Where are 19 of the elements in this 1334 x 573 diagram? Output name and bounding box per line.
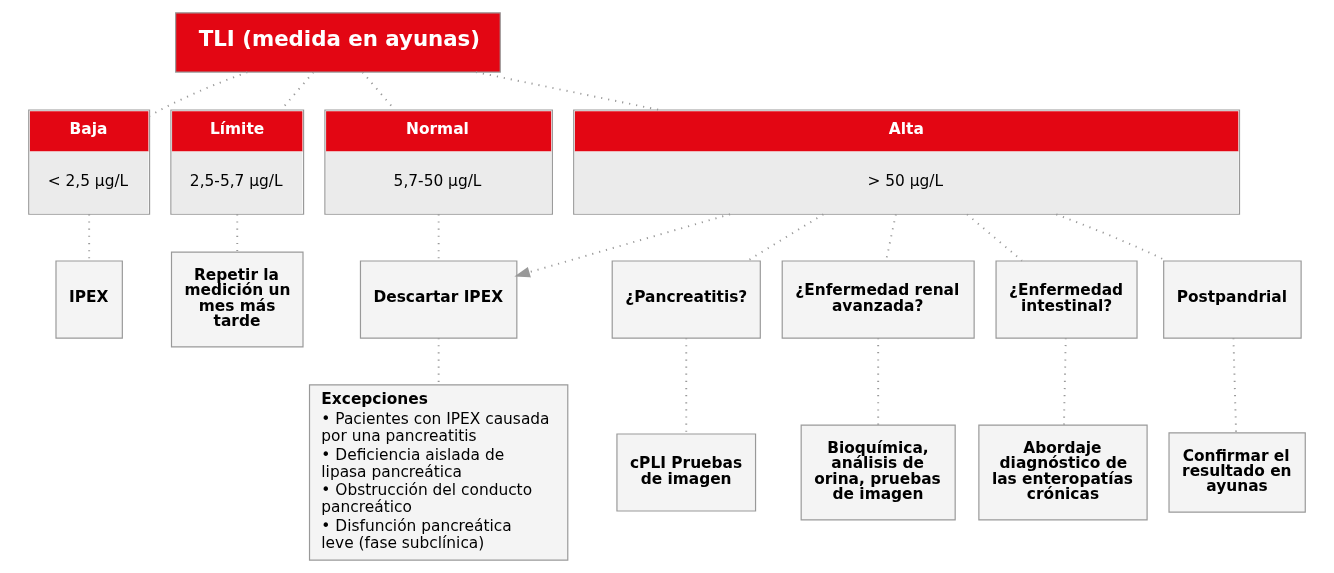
- node-box: Bioquímica, análisis de orina, pruebas de imagen: [800, 424, 956, 521]
- node-box: Postpandrial: [1163, 260, 1302, 339]
- connector: [148, 71, 249, 117]
- node-box: Confirmar el resultado en ayunas: [1168, 432, 1306, 513]
- node-box: cPLI Pruebas de imagen: [616, 433, 757, 512]
- node-box: Repetir la medición un mes más tarde: [170, 251, 304, 348]
- connector: [746, 213, 825, 262]
- connector: [475, 71, 661, 111]
- connector: [1232, 337, 1237, 434]
- node-box: Descartar IPEX: [359, 260, 518, 339]
- node-box: ¿Pancreatitis?: [611, 260, 761, 339]
- node-box: ¿Enfermedad renal avanzada?: [781, 260, 975, 339]
- node-box: TLI (medida en ayunas): [175, 12, 501, 73]
- arrow: [514, 213, 731, 278]
- node-box: Excepciones • Pacientes con IPEX causada por una pancreatitis • Deficiencia aislada de lipasa pancreática • Obstrucción del conducto pancreático • Disfunción pancreática leve (fase subclínica): [308, 384, 569, 561]
- connector: [966, 213, 1023, 262]
- node-box: ¿Enfermedad intestinal?: [995, 260, 1138, 339]
- node-box: IPEX: [55, 260, 123, 339]
- node-box: Abordaje diagnóstico de las enteropatías crónicas: [978, 424, 1148, 521]
